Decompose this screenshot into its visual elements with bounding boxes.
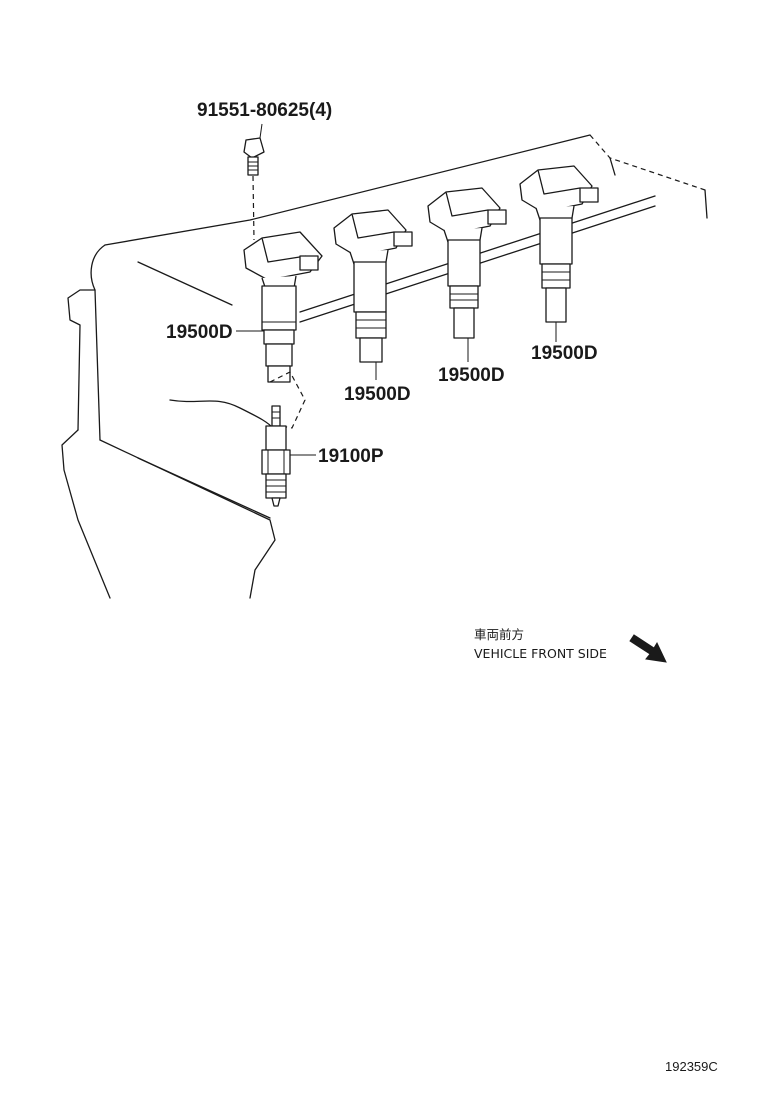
front-direction-arrow-icon bbox=[629, 634, 667, 663]
label-coil-3: 19500D bbox=[438, 365, 505, 386]
engine-head-outline bbox=[61, 134, 708, 599]
label-coil-2: 19500D bbox=[344, 384, 411, 405]
label-coil-4: 19500D bbox=[531, 343, 598, 364]
label-spark-plug: 19100P bbox=[318, 446, 384, 467]
ignition-coil-1 bbox=[243, 231, 323, 429]
ignition-coil-2 bbox=[333, 209, 413, 363]
illustration-id: 192359C bbox=[665, 1059, 718, 1074]
spark-plug-19100p bbox=[261, 405, 291, 507]
direction-note-japanese: 車両前方 bbox=[474, 627, 524, 642]
ignition-coil-3 bbox=[427, 187, 507, 339]
label-coil-1: 19500D bbox=[166, 322, 233, 343]
ignition-coil-4 bbox=[519, 165, 599, 323]
bolt-91551 bbox=[243, 123, 265, 241]
label-bolt: 91551-80625(4) bbox=[197, 100, 332, 121]
direction-note-english: VEHICLE FRONT SIDE bbox=[474, 646, 607, 661]
leader-lines bbox=[236, 322, 557, 456]
